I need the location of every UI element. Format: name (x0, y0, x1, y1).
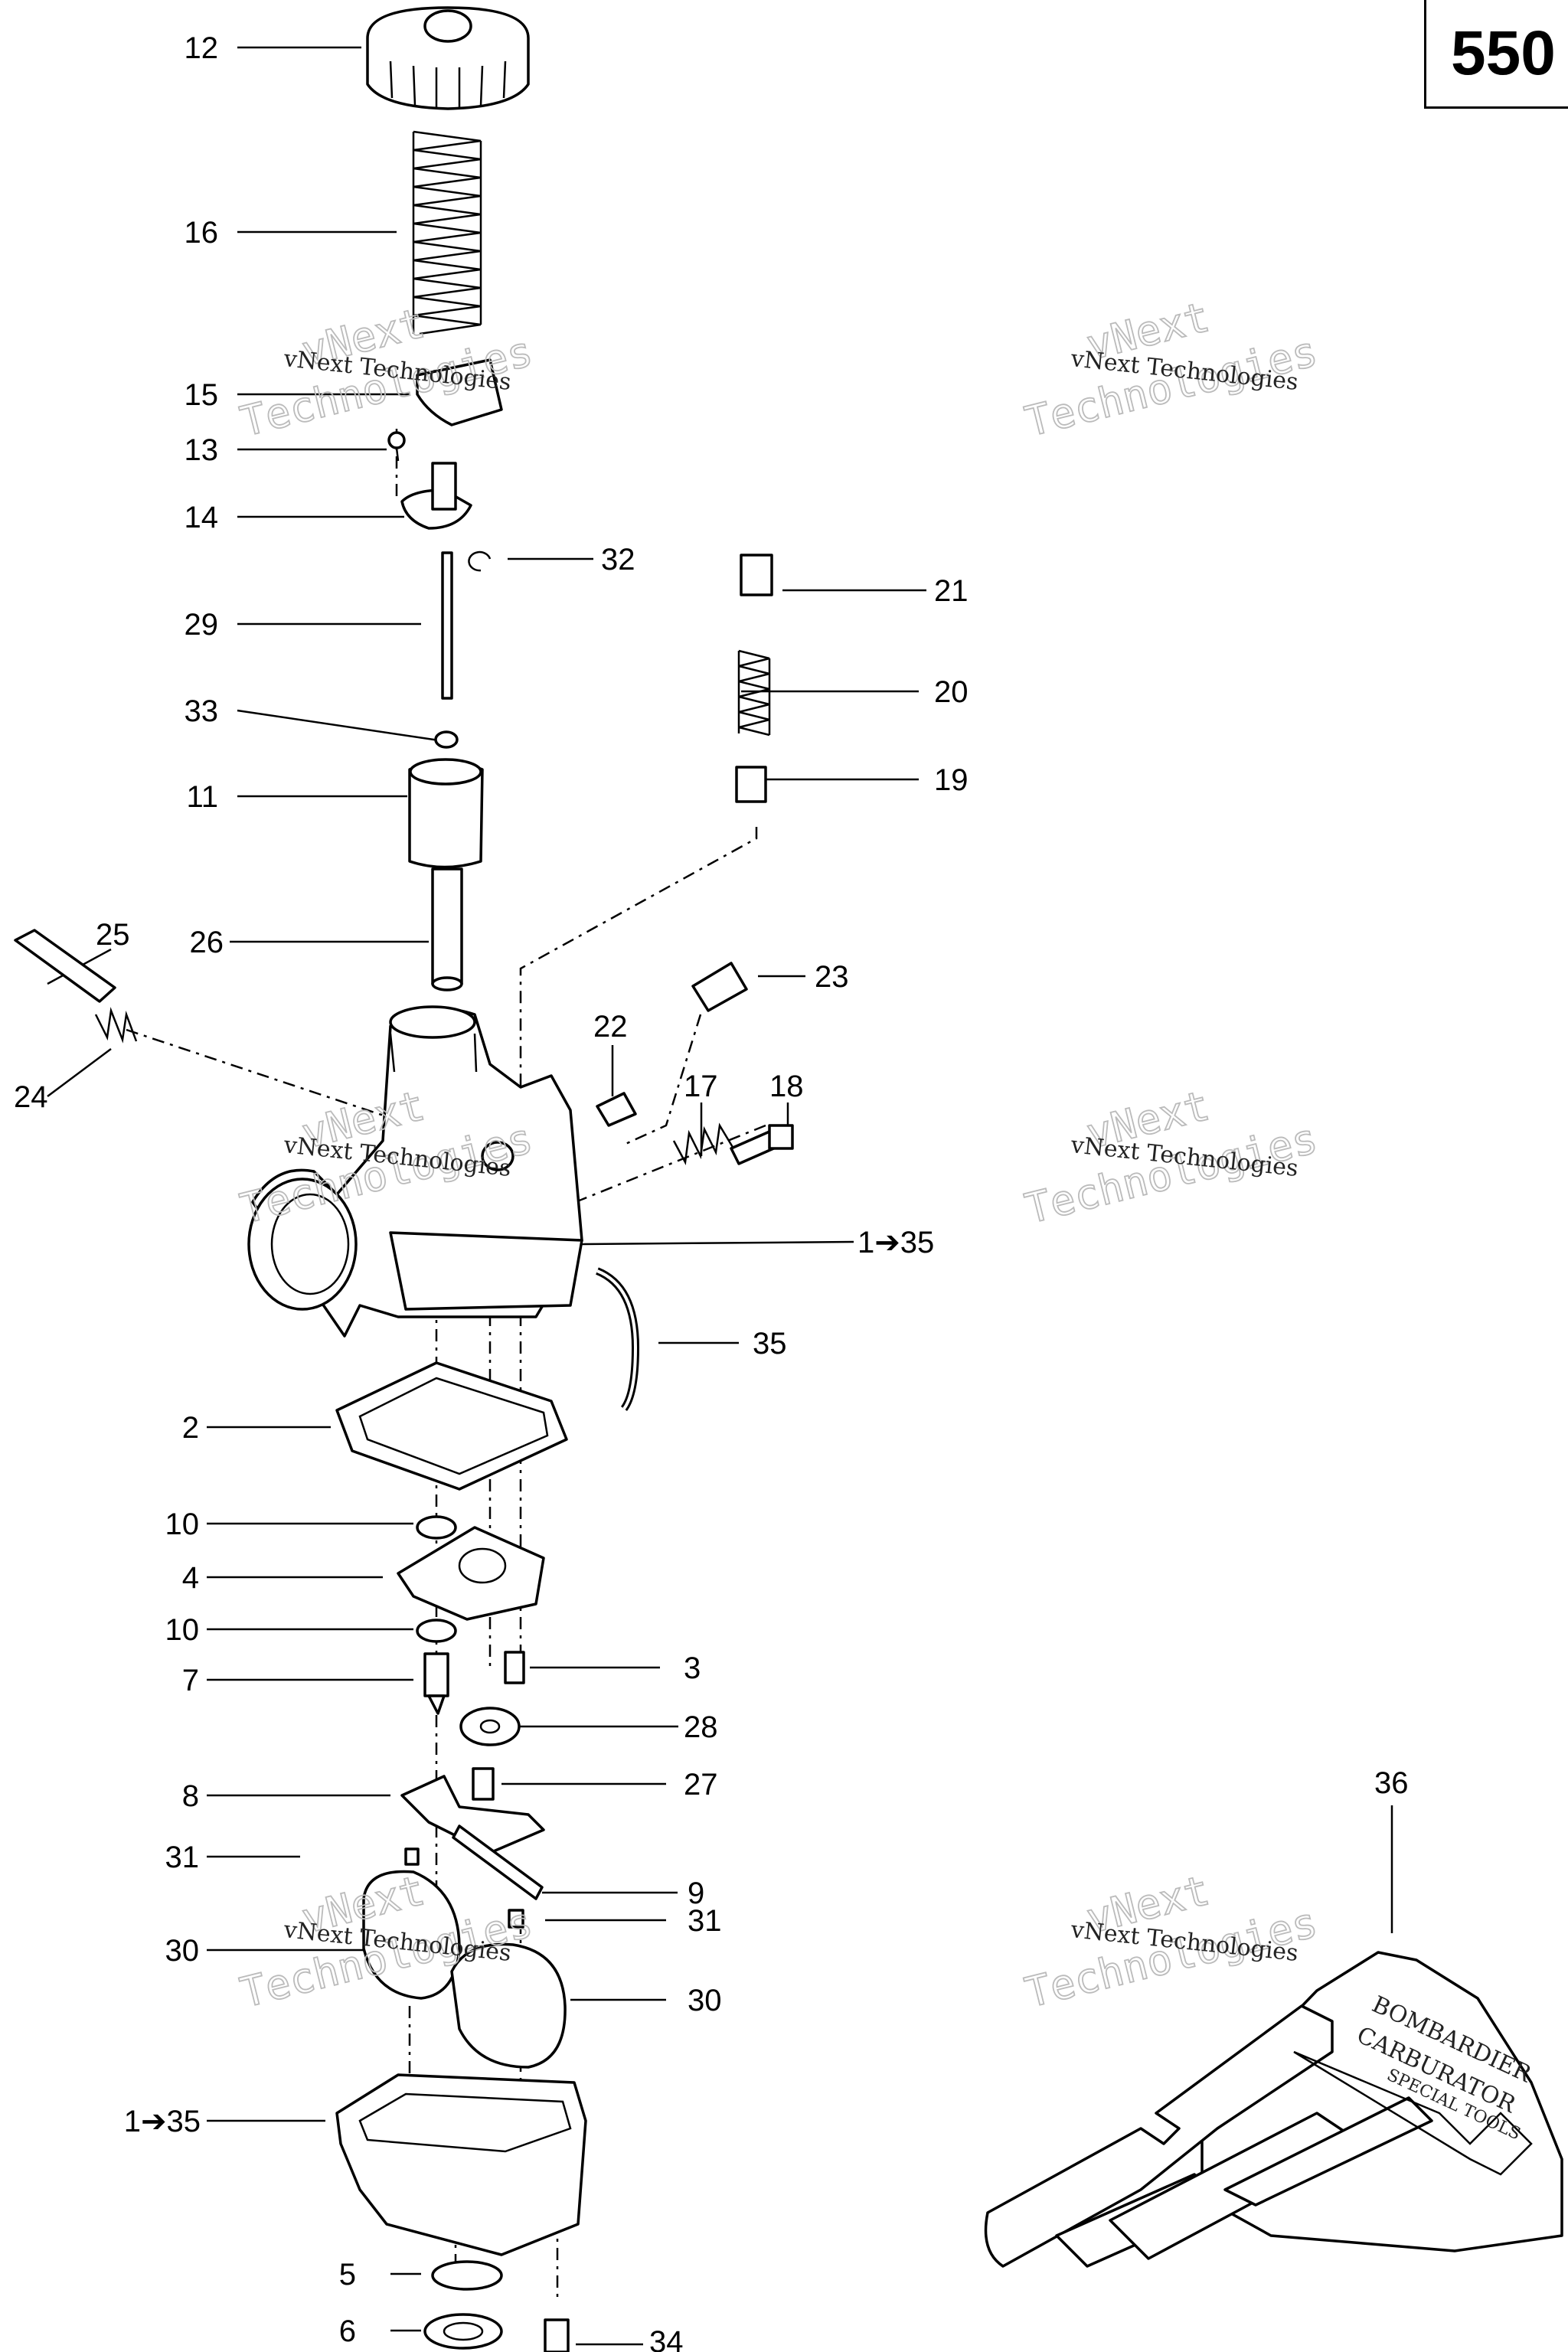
callout-22: 22 (593, 1010, 628, 1044)
callout-8: 8 (182, 1779, 199, 1813)
callout-5: 5 (339, 2258, 356, 2292)
part-11-slide (408, 758, 484, 869)
part-float-bowl (335, 2073, 587, 2256)
part-15-retainer (416, 358, 503, 426)
part-25-screw (14, 929, 116, 1003)
part-3-jet (504, 1651, 525, 1684)
part-17-spring (672, 1122, 735, 1166)
part-32-clip (468, 550, 492, 572)
leader-lines (47, 46, 1393, 2346)
callout-23: 23 (815, 960, 849, 994)
callout-32: 32 (601, 543, 635, 577)
watermark-4: vNext Technologies vNext Technologies (1020, 1080, 1323, 1233)
callout-34: 34 (649, 2325, 684, 2352)
part-35-tube (595, 1267, 640, 1411)
part-2-gasket (335, 1361, 568, 1491)
part-29-needle (441, 551, 453, 700)
callout-17: 17 (684, 1070, 718, 1103)
part-36-tool-kit: BOMBARDIER CARBURATOR SPECIAL TOOLS (984, 1951, 1563, 2268)
part-12-cap (366, 6, 530, 110)
callout-16: 16 (185, 216, 219, 250)
part-14-plate (400, 462, 472, 530)
part-1-carburetor-body (247, 1005, 583, 1338)
callout-18: 18 (769, 1070, 804, 1103)
callout-28: 28 (684, 1710, 718, 1744)
part-5-o-ring (431, 2260, 503, 2291)
callout-14: 14 (185, 501, 219, 534)
watermark-2: vNext Technologies vNext Technologies (1020, 292, 1323, 446)
callout-29: 29 (185, 608, 219, 642)
part-10-o-ring-lower (416, 1619, 457, 1643)
part-30-float-right (450, 1942, 567, 2069)
callout-33: 33 (185, 694, 219, 728)
callout-27: 27 (684, 1768, 718, 1802)
part-31-pin-left (404, 1847, 420, 1866)
callout-1-35-bottom: 1➔35 (124, 2105, 201, 2138)
part-8-float-arm (400, 1775, 545, 1854)
callout-26: 26 (190, 926, 224, 959)
callout-3: 3 (684, 1651, 701, 1685)
callout-25: 25 (96, 918, 130, 952)
callout-30-left: 30 (165, 1934, 200, 1968)
part-34-screw (544, 2318, 570, 2352)
callout-21: 21 (934, 574, 969, 608)
part-24-spring (94, 1007, 138, 1044)
part-23-cap (691, 962, 748, 1012)
part-31-pin-right (508, 1909, 524, 1929)
callout-10-lower: 10 (165, 1613, 200, 1647)
callout-4: 4 (182, 1561, 199, 1595)
part-27-jet (472, 1767, 495, 1801)
part-4-gasket (397, 1526, 545, 1621)
callout-10-upper: 10 (165, 1508, 200, 1541)
callout-20: 20 (934, 675, 969, 709)
page-number-box: 550 (1424, 0, 1568, 109)
watermark-6: vNext Technologies vNext Technologies (1020, 1865, 1323, 2017)
callout-24: 24 (14, 1080, 48, 1114)
callout-2: 2 (182, 1411, 199, 1445)
callout-19: 19 (934, 763, 969, 797)
part-9-pin (452, 1824, 544, 1900)
watermark-1: vNext Technologies vNext Technologies (235, 298, 538, 446)
part-10-o-ring-upper (416, 1515, 457, 1540)
part-22-fitting (596, 1092, 637, 1127)
part-16-spring (412, 130, 482, 335)
callout-31-right: 31 (688, 1904, 722, 1938)
part-26-starter-plunger (431, 867, 463, 991)
watermarks: vNext Technologies vNext Technologies vN… (235, 292, 1323, 2017)
callout-30-right: 30 (688, 1984, 722, 2017)
callout-31-left: 31 (165, 1841, 200, 1874)
part-20-spring (737, 649, 771, 737)
callout-11: 11 (186, 780, 218, 814)
part-19-plunger (735, 766, 767, 803)
callout-35: 35 (753, 1327, 787, 1361)
part-28-seat (459, 1707, 521, 1746)
callout-12: 12 (185, 31, 219, 65)
page-number: 550 (1451, 18, 1556, 88)
callout-numbers: 12 16 15 13 14 32 29 21 20 33 19 11 25 2… (14, 31, 1409, 2352)
part-30-float-left (362, 1870, 461, 2000)
part-33-washer (434, 730, 459, 749)
part-18-screw (730, 1124, 794, 1165)
part-7-needle-valve (423, 1652, 449, 1715)
part-21-cap-nut (740, 554, 773, 596)
callout-13: 13 (185, 433, 219, 467)
callout-9: 9 (688, 1877, 704, 1910)
callout-15: 15 (185, 378, 219, 412)
part-6-plug (423, 2313, 503, 2350)
callout-1-35-top: 1➔35 (858, 1226, 934, 1259)
callout-6: 6 (339, 2314, 356, 2348)
callout-36: 36 (1374, 1766, 1409, 1800)
callout-7: 7 (182, 1664, 199, 1697)
assembly-center-lines (126, 429, 766, 2297)
part-13-screw (387, 431, 406, 462)
